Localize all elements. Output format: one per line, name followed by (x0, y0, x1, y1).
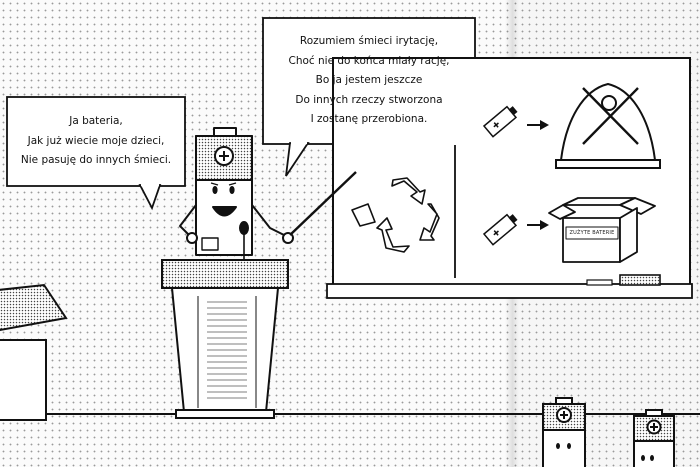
bubble-left-line-1: Ja bateria, (69, 115, 123, 128)
bubble-right-line-5: I zostanę przerobiona. (310, 113, 428, 126)
bubble-left-text: Ja bateria, Jak już wiecie moje dzieci, … (7, 97, 185, 186)
recycle-icon (351, 177, 440, 253)
bubble-left-line-2: Jak już wiecie moje dzieci, (27, 134, 165, 147)
battery-small-icon (482, 105, 518, 138)
battery-character-right-2 (633, 409, 675, 467)
bubble-right-line-4: Do innych rzeczy stworzona (295, 93, 443, 106)
crate-left (0, 283, 68, 421)
lectern (161, 259, 289, 419)
bubble-right-line-3: Bo ja jestem jeszcze (315, 74, 423, 87)
crossed-bin-icon (555, 82, 661, 169)
battery-box-label: ZUŻYTE BATERIE (569, 230, 615, 236)
bubble-left-line-3: Nie pasuję do innych śmieci. (20, 154, 172, 167)
lectern-text-lines (207, 301, 247, 399)
battery-character-right-1 (542, 397, 586, 467)
arrow-right-icon-2 (527, 220, 549, 230)
speech-bubble-left (6, 96, 186, 211)
bubble-right-line-1: Rozumiem śmieci irytację, (299, 35, 439, 48)
battery-character (179, 127, 357, 260)
arrow-right-icon (527, 120, 549, 130)
battery-box-icon (548, 197, 656, 263)
battery-small-icon-2 (482, 213, 518, 246)
bubble-right-line-2: Choć nie do końca miały rację, (288, 54, 450, 67)
bubble-right-text: Rozumiem śmieci irytację, Choć nie do ko… (263, 18, 475, 144)
